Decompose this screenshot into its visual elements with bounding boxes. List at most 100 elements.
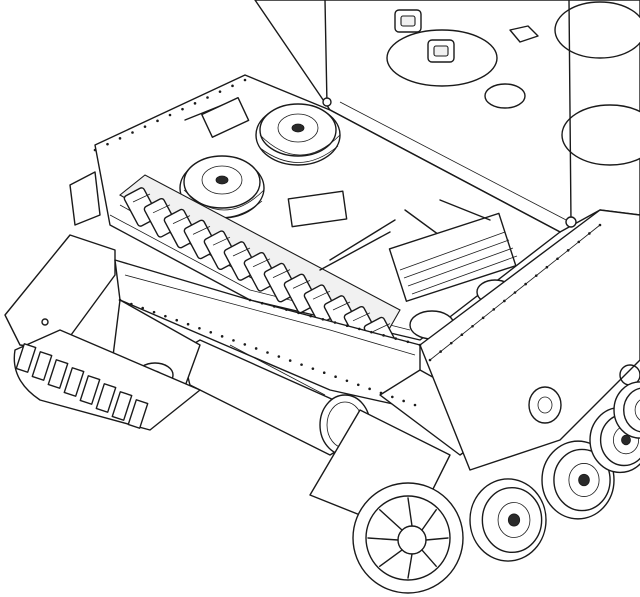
rivet (220, 335, 224, 338)
mount-ring-opening (554, 1, 640, 166)
rivet (311, 367, 315, 370)
rivet (106, 142, 109, 146)
rivet (300, 363, 303, 366)
left-fender (4, 171, 116, 351)
track-tooth (111, 391, 133, 421)
rivet (288, 359, 292, 362)
rivet (297, 311, 300, 315)
road-wheel (541, 440, 615, 520)
rivet (566, 249, 570, 252)
rivet (209, 331, 213, 334)
track-tooth (31, 351, 53, 381)
spare-road-wheel-2 (179, 155, 265, 219)
rivet (277, 355, 281, 358)
rivet (131, 131, 134, 134)
sprocket-spoke (379, 549, 403, 567)
rivet (556, 257, 559, 261)
rivet (577, 240, 581, 244)
rivet (181, 107, 184, 111)
rivet (141, 306, 144, 310)
antenna-rods (322, 0, 577, 228)
rivet (164, 314, 167, 318)
track-tooth (63, 367, 85, 397)
rivet (156, 119, 159, 123)
rivets (93, 78, 602, 407)
rivet (309, 314, 313, 318)
rivet (402, 399, 405, 403)
rivet (243, 343, 247, 346)
rivet (345, 379, 349, 383)
rivet (130, 302, 133, 306)
rivet (379, 391, 383, 395)
rivet (168, 113, 172, 117)
rivet (333, 321, 337, 324)
rivet (460, 333, 464, 336)
rivet (382, 334, 385, 337)
rivet (272, 305, 276, 308)
sprocket-spoke (407, 497, 413, 527)
rivet (345, 324, 349, 328)
track-tooth (15, 343, 37, 373)
rivet (418, 343, 422, 347)
spare-track-links (119, 174, 401, 357)
road-wheel (613, 381, 640, 439)
rivet (428, 358, 432, 362)
rivet (218, 90, 222, 93)
track-tooth (95, 383, 117, 413)
rivet (193, 102, 197, 105)
sprocket-spoke (407, 553, 413, 579)
rivet (357, 327, 361, 331)
rivet (356, 383, 360, 387)
rivet (266, 351, 269, 354)
rivet (243, 78, 247, 82)
rivet (334, 375, 337, 379)
left-track (13, 329, 201, 431)
rivet (481, 316, 485, 320)
rivet (232, 339, 235, 342)
track-tooth (127, 399, 149, 429)
rivet (175, 318, 179, 322)
rivet (524, 282, 527, 286)
rivet (260, 301, 264, 305)
spare-road-wheel-1 (255, 103, 341, 166)
sprocket-spoke (421, 509, 437, 531)
rivet (503, 299, 506, 303)
rivet (143, 125, 147, 128)
rivet (394, 337, 398, 340)
rivet (285, 308, 288, 311)
road-wheels (469, 381, 640, 562)
return-roller (528, 386, 562, 424)
sprocket-spoke (379, 509, 403, 531)
rivet (471, 324, 474, 328)
rivet (186, 322, 190, 326)
rivet (322, 371, 326, 374)
rivet (198, 326, 201, 330)
rivet (254, 347, 258, 350)
rivet (534, 274, 538, 277)
rivet (118, 137, 122, 140)
rivet (321, 317, 325, 321)
rivet (545, 265, 549, 269)
rivet (370, 330, 373, 334)
rivet (93, 148, 97, 152)
rivet (588, 232, 591, 235)
rivet (492, 308, 496, 311)
track-tooth (79, 375, 101, 405)
rivet (152, 310, 156, 314)
rivet (406, 340, 410, 344)
sprocket-spoke (421, 549, 437, 567)
deck-hatches (386, 9, 539, 109)
rivet (413, 403, 417, 407)
rivet (598, 223, 602, 227)
rivet (449, 341, 453, 345)
rivet (513, 291, 517, 294)
rivet (231, 84, 234, 88)
road-wheel (469, 478, 547, 562)
rivet (368, 387, 371, 391)
rivet (391, 395, 394, 399)
rivet (439, 350, 442, 353)
rivet (248, 298, 252, 302)
rivet (206, 96, 209, 99)
sprocket-spoke (367, 537, 399, 541)
